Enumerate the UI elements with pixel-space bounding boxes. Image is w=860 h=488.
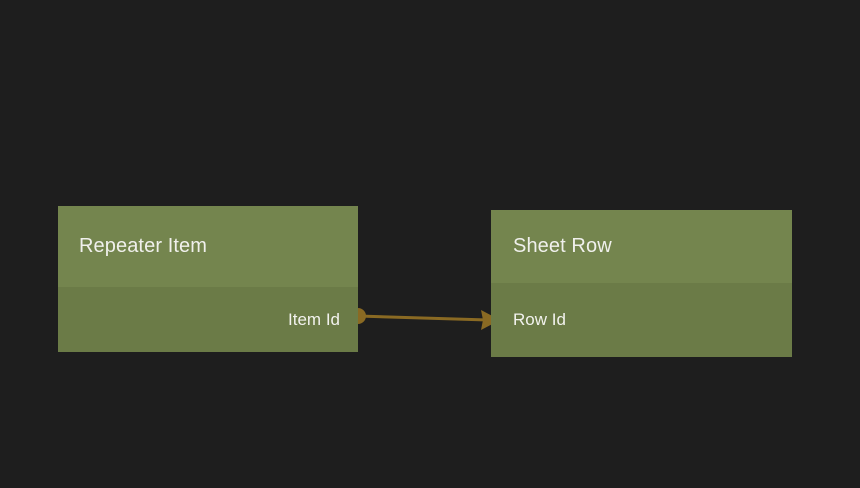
edge-item-id-to-row-id[interactable] xyxy=(350,308,500,330)
edge-line xyxy=(357,314,489,322)
node-sheet-row-title: Sheet Row xyxy=(491,210,792,283)
node-repeater-item-field-item-id[interactable]: Item Id xyxy=(288,309,340,329)
node-sheet-row-field-row-id[interactable]: Row Id xyxy=(513,310,566,329)
node-repeater-item[interactable]: Repeater Item Item Id xyxy=(58,206,358,352)
node-sheet-row-body: Row Id xyxy=(491,283,792,357)
node-repeater-item-title: Repeater Item xyxy=(58,206,358,287)
node-sheet-row[interactable]: Sheet Row Row Id xyxy=(491,210,792,357)
node-repeater-item-body: Item Id xyxy=(58,287,358,352)
